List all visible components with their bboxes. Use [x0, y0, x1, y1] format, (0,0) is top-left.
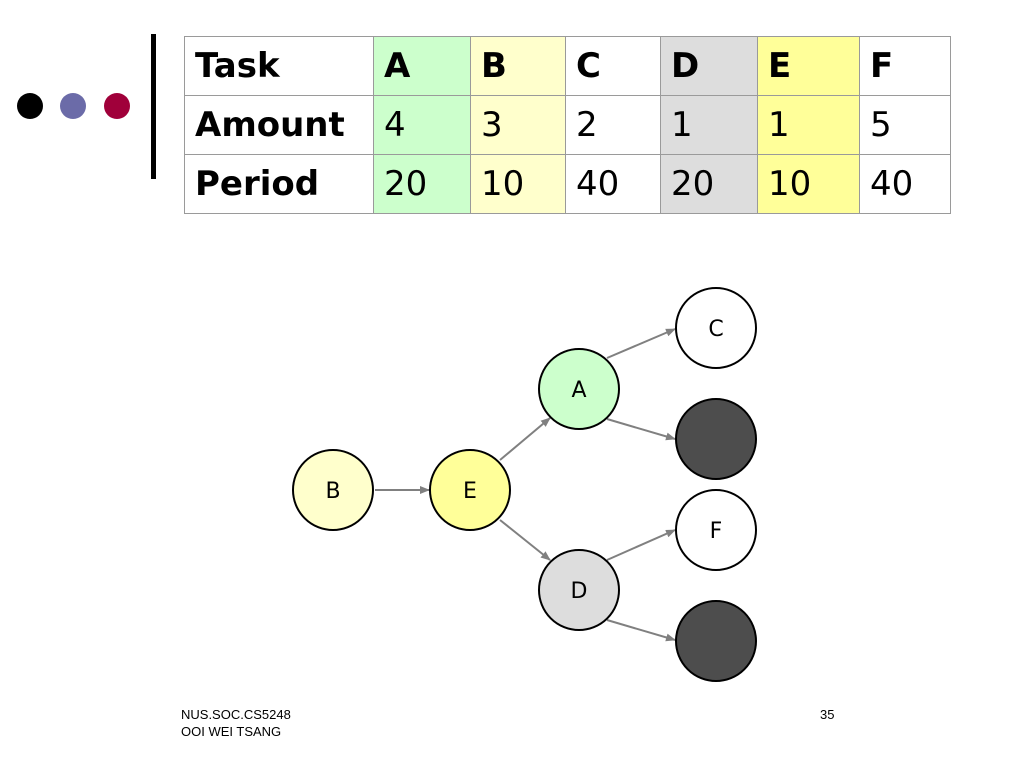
- node-label-c: C: [708, 317, 723, 342]
- task-c-header: C: [565, 36, 661, 96]
- tree-node-e: E: [429, 449, 511, 531]
- edge-e-a: [499, 417, 551, 461]
- task-table: Task A B C D E F Amount 4 3 2 1 1 5 Peri…: [184, 36, 951, 214]
- bullet-dot-purple: [60, 93, 86, 119]
- amount-cell-c: 2: [565, 95, 661, 155]
- task-a-header: A: [373, 36, 471, 96]
- period-cell-f: 40: [859, 154, 951, 214]
- amount-cell-f: 5: [859, 95, 951, 155]
- amount-cell-a: 4: [373, 95, 471, 155]
- node-label-f: F: [710, 519, 723, 544]
- tree-edges: [375, 328, 676, 642]
- bullet-dot-crimson: [104, 93, 130, 119]
- edge-a-c: [606, 328, 676, 359]
- edge-d-x2: [606, 619, 676, 642]
- page-number: 35: [820, 707, 835, 722]
- node-label-d: D: [571, 579, 588, 604]
- bullet-dot-black: [17, 93, 43, 119]
- tree-node-empty-lower: [675, 600, 757, 682]
- edge-d-f: [606, 529, 676, 561]
- edge-e-d: [499, 519, 551, 561]
- footer-course-code: NUS.SOC.CS5248: [181, 707, 291, 722]
- tree-node-d: D: [538, 549, 620, 631]
- period-cell-a: 20: [373, 154, 471, 214]
- period-cell-d: 20: [660, 154, 758, 214]
- edge-a-x1: [606, 418, 676, 441]
- tree-node-f: F: [675, 489, 757, 571]
- task-header-row: Task A B C D E F: [184, 36, 951, 96]
- tree-node-b: B: [292, 449, 374, 531]
- node-label-b: B: [325, 479, 340, 504]
- period-cell-c: 40: [565, 154, 661, 214]
- period-row: Period 20 10 40 20 10 40: [184, 154, 951, 214]
- task-e-header: E: [757, 36, 860, 96]
- amount-cell-b: 3: [470, 95, 566, 155]
- node-label-e: E: [463, 479, 477, 504]
- amount-cell-d: 1: [660, 95, 758, 155]
- tree-node-a: A: [538, 348, 620, 430]
- footer-author: OOI WEI TSANG: [181, 724, 282, 739]
- tree-node-c: C: [675, 287, 757, 369]
- period-cell-b: 10: [470, 154, 566, 214]
- tree-node-empty-upper: [675, 398, 757, 480]
- node-label-a: A: [571, 378, 586, 403]
- title-divider-bar: [151, 34, 156, 179]
- task-b-header: B: [470, 36, 566, 96]
- task-d-header: D: [660, 36, 758, 96]
- period-cell-e: 10: [757, 154, 860, 214]
- task-f-header: F: [859, 36, 951, 96]
